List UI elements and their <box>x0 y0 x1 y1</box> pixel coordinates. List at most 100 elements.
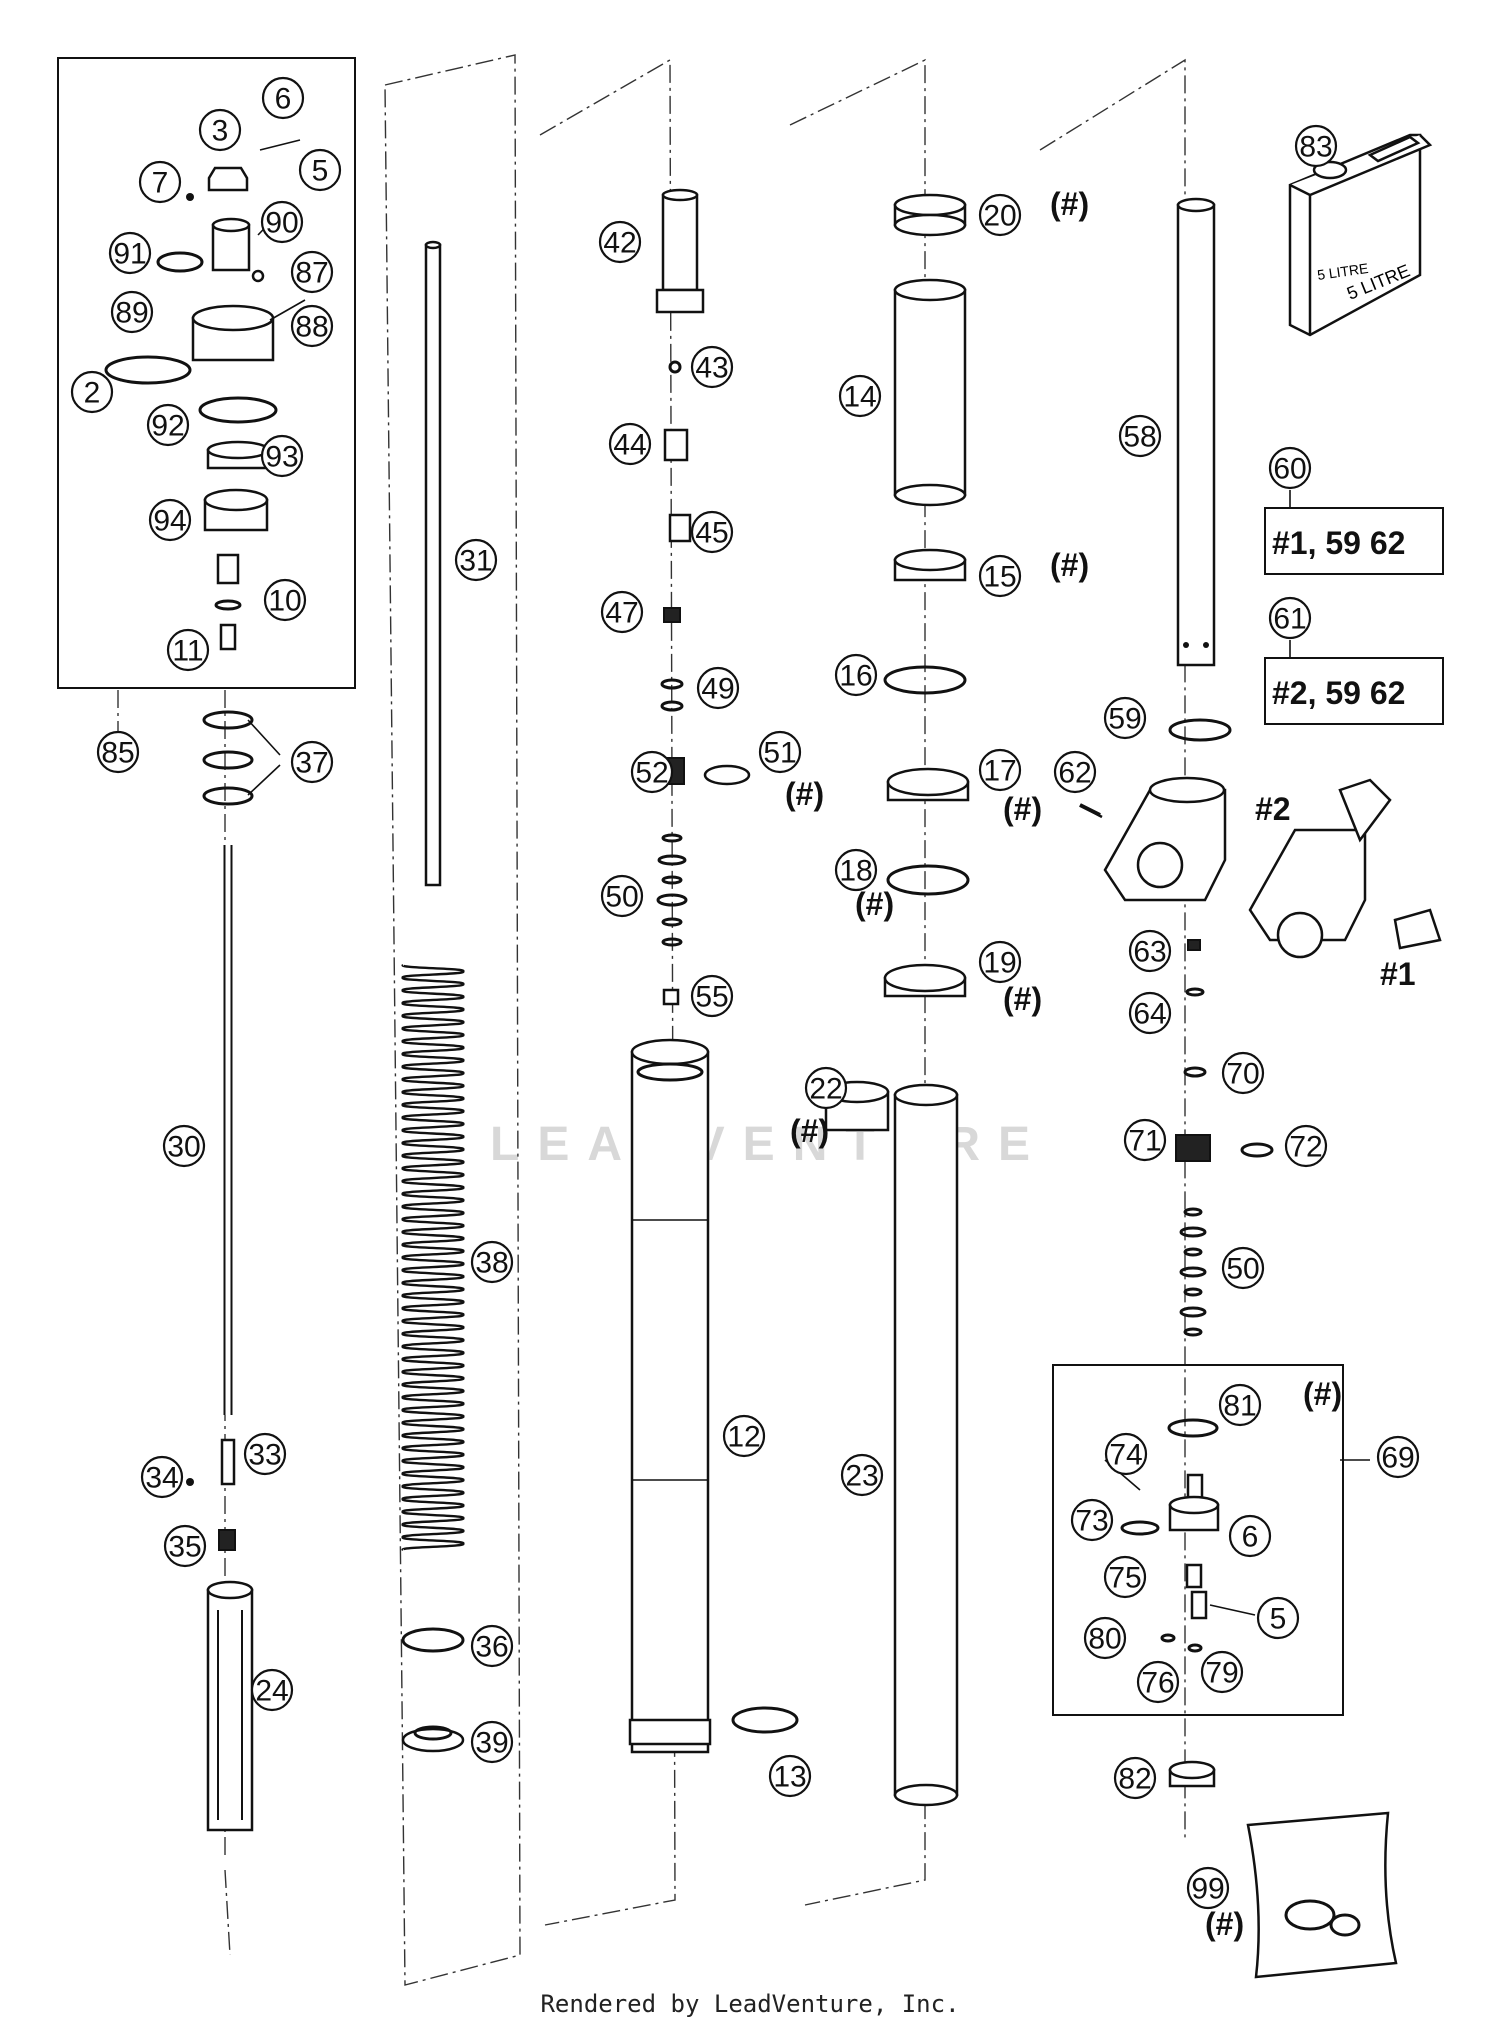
note-marker: (#) <box>790 1113 829 1149</box>
callout-number: 83 <box>1299 131 1332 164</box>
callout-49: 49 <box>696 666 740 710</box>
callout-30: 30 <box>162 1124 206 1168</box>
variant-tag-2: #2 <box>1255 791 1291 827</box>
callout-91: 91 <box>108 231 152 275</box>
callout-64: 64 <box>1128 991 1172 1035</box>
callout-number: 89 <box>115 297 148 330</box>
callout-76: 76 <box>1136 1660 1180 1704</box>
callout-number: 2 <box>84 377 101 410</box>
callout-6: 6 <box>261 76 305 120</box>
column-bushings-inner-tube <box>883 193 970 1807</box>
callout-number: 6 <box>275 83 292 116</box>
callout-number: 51 <box>763 737 796 770</box>
callout-number: 33 <box>248 1439 281 1472</box>
column-axle-clamp <box>1079 197 1442 1788</box>
callout-number: 63 <box>1133 936 1166 969</box>
callout-47: 47 <box>600 590 644 634</box>
callout-50: 50 <box>600 874 644 918</box>
callout-number: 42 <box>603 227 636 260</box>
callout-62: 62 <box>1053 750 1097 794</box>
callout-number: 30 <box>167 1131 200 1164</box>
callout-85: 85 <box>96 730 140 774</box>
callout-13: 13 <box>768 1754 812 1798</box>
callout-number: 5 <box>1270 1603 1287 1636</box>
callout-35: 35 <box>163 1524 207 1568</box>
callout-number: 11 <box>172 635 203 668</box>
callout-number: 82 <box>1118 1763 1151 1796</box>
callout-51: 51 <box>758 730 802 774</box>
callout-33: 33 <box>243 1432 287 1476</box>
watermark: LEADVENTURE <box>490 1118 1048 1171</box>
callout-87: 87 <box>290 250 334 294</box>
callout-number: 79 <box>1205 1657 1238 1690</box>
note-marker: (#) <box>1303 1376 1342 1412</box>
oil-can: 5 LITRE 5 LITRE <box>1288 133 1433 337</box>
callout-number: 91 <box>113 238 146 271</box>
callout-number: 69 <box>1381 1442 1414 1475</box>
callout-50-repeat: 50 <box>1221 1246 1265 1290</box>
callout-number: 23 <box>845 1460 878 1493</box>
callout-5: 5 <box>298 148 342 192</box>
kit-60-contents: #1, 59 62 <box>1272 525 1405 561</box>
callout-63: 63 <box>1128 929 1172 973</box>
callout-15: 15 <box>978 554 1022 598</box>
variant-tag-1: #1 <box>1380 956 1416 992</box>
callout-94: 94 <box>148 498 192 542</box>
callout-7: 7 <box>138 160 182 204</box>
callout-58: 58 <box>1118 414 1162 458</box>
callout-number: 12 <box>727 1421 760 1454</box>
callout-89: 89 <box>110 290 154 334</box>
callout-number: 35 <box>168 1531 201 1564</box>
callout-number: 62 <box>1058 757 1091 790</box>
callout-number: 38 <box>475 1247 508 1280</box>
note-marker: (#) <box>1003 981 1042 1017</box>
kit-61-box <box>1264 657 1444 725</box>
callout-6-repeat: 6 <box>1228 1514 1272 1558</box>
callout-39: 39 <box>470 1720 514 1764</box>
callout-99: 99 <box>1186 1866 1230 1910</box>
note-marker: (#) <box>1050 186 1089 222</box>
note-marker: (#) <box>785 776 824 812</box>
callout-number: 49 <box>701 673 734 706</box>
callout-number: 88 <box>295 311 328 344</box>
footer-credit: Rendered by LeadVenture, Inc. <box>540 1990 960 2018</box>
callout-number: 92 <box>151 410 184 443</box>
callout-number: 43 <box>695 352 728 385</box>
note-marker: (#) <box>855 886 894 922</box>
note-marker: (#) <box>1003 791 1042 827</box>
callout-74: 74 <box>1104 1432 1148 1476</box>
callout-number: 50 <box>1226 1253 1259 1286</box>
column-valve-outer-tube <box>628 188 890 1754</box>
callout-52: 52 <box>630 750 674 794</box>
callout-number: 17 <box>983 755 1016 788</box>
callout-19: 19 <box>978 940 1022 984</box>
callout-90: 90 <box>260 200 304 244</box>
callout-group: 2356710111213141516171819202223243031333… <box>70 76 1420 1910</box>
callout-18: 18 <box>834 848 878 892</box>
callout-number: 20 <box>983 200 1016 233</box>
callout-11: 11 <box>166 628 210 672</box>
callout-number: 75 <box>1108 1562 1141 1595</box>
callout-number: 34 <box>145 1462 178 1495</box>
callout-72: 72 <box>1284 1124 1328 1168</box>
callout-number: 10 <box>268 585 301 618</box>
callout-number: 15 <box>983 561 1016 594</box>
callout-43: 43 <box>690 345 734 389</box>
callout-44: 44 <box>608 422 652 466</box>
callout-number: 19 <box>983 947 1016 980</box>
callout-number: 16 <box>839 660 872 693</box>
callout-number: 5 <box>312 155 329 188</box>
callout-number: 64 <box>1133 998 1166 1031</box>
sticker <box>1246 1811 1398 1979</box>
callout-20: 20 <box>978 193 1022 237</box>
callout-79: 79 <box>1200 1650 1244 1694</box>
callout-81: 81 <box>1218 1383 1262 1427</box>
callout-92: 92 <box>146 403 190 447</box>
callout-number: 37 <box>295 747 328 780</box>
callout-number: 80 <box>1088 1623 1121 1656</box>
callout-number: 6 <box>1242 1521 1259 1554</box>
callout-45: 45 <box>690 510 734 554</box>
callout-number: 52 <box>635 757 668 790</box>
callout-71: 71 <box>1123 1118 1167 1162</box>
